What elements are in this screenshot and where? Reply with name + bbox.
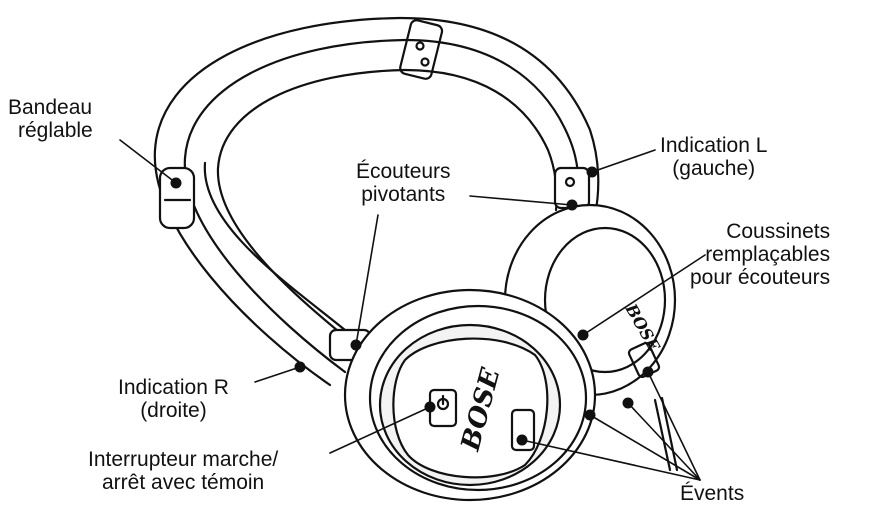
headband-outer-edge-2: [183, 38, 580, 374]
leader-lines: [119, 139, 706, 481]
dot-cushions: [577, 329, 589, 341]
dot-power: [424, 401, 436, 413]
dot-swivel-right: [350, 339, 362, 351]
dot-vent-3: [622, 397, 634, 409]
earcup-right-cushion-inner: [368, 304, 588, 492]
dot-left-indicator: [586, 166, 598, 178]
earcup-right: BOSE: [343, 288, 597, 502]
label-headband: Bandeau réglable: [8, 96, 93, 142]
leader-vent-4: [647, 371, 701, 481]
leader-power: [329, 406, 431, 454]
label-power-switch: Interrupteur marche/ arrêt avec témoin: [88, 448, 279, 494]
leader-vent-3: [627, 402, 701, 481]
leader-vent-1: [521, 439, 701, 481]
leader-cushions: [582, 254, 706, 336]
leader-right-indicator: [254, 366, 301, 383]
dot-vent-2: [584, 409, 596, 421]
leader-vent-2: [589, 414, 701, 481]
label-left-indicator: Indication L (gauche): [660, 134, 768, 180]
headband-outer-edge: [153, 16, 600, 387]
leader-left-indicator: [591, 149, 656, 173]
hinge-screw-top: [415, 41, 425, 51]
label-cushions: Coussinets remplaçables pour écouteurs: [690, 220, 831, 289]
leader-swivel-right: [355, 214, 379, 346]
callout-dots: [170, 166, 654, 446]
dot-right-indicator: [294, 361, 306, 373]
headband-slider-left: [158, 166, 196, 230]
label-vents: Évents: [680, 482, 745, 505]
headband-inner-edge: [216, 68, 558, 347]
audio-cable-2: [660, 396, 679, 472]
headband-hinge-top: [399, 19, 444, 80]
earcup-left-face: [543, 226, 667, 374]
yoke-left-screw: [564, 176, 576, 188]
dot-swivel-left: [566, 199, 578, 211]
headband-inner-edge-2: [203, 161, 347, 332]
dot-headband: [170, 177, 182, 189]
leader-swivel-left: [469, 195, 573, 206]
audio-cable: [653, 398, 672, 472]
label-right-indicator: Indication R (droite): [118, 376, 229, 422]
leader-headband: [119, 139, 177, 184]
dot-vent-1: [516, 434, 528, 446]
label-swivel: Écouteurs pivotants: [356, 160, 451, 206]
earcup-right-plate: [392, 337, 549, 479]
hinge-screw-top-2: [420, 57, 430, 67]
dot-vent-4: [642, 366, 654, 378]
